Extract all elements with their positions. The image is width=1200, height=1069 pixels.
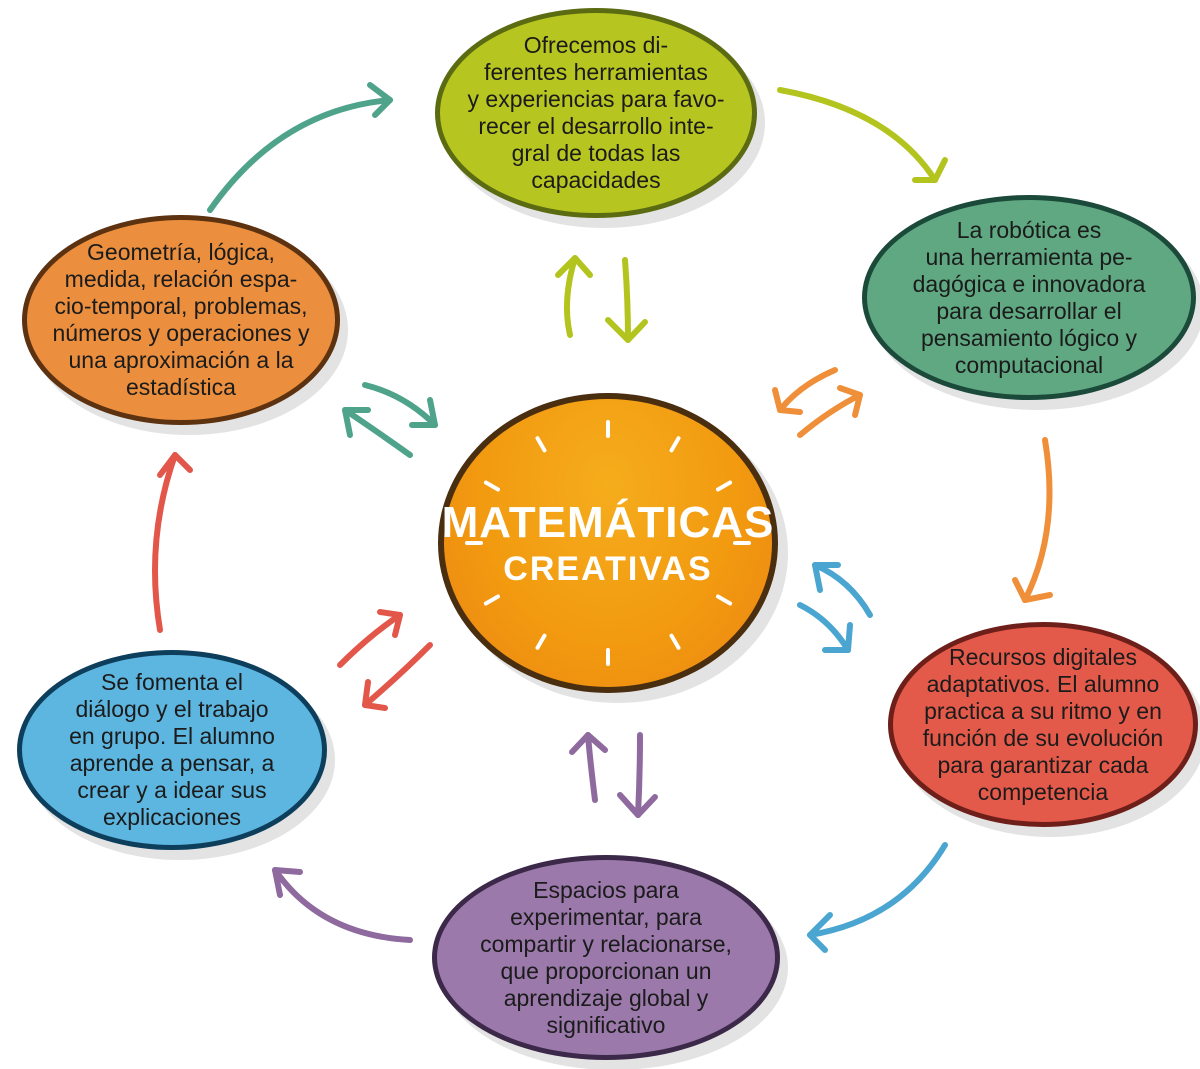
bubble-text-line: aprendizaje global y xyxy=(503,984,709,1011)
bubble-text-line: cio-temporal, problemas, xyxy=(54,293,308,319)
arrowhead xyxy=(272,867,303,898)
arrow-teal xyxy=(362,382,438,428)
bubble-text-line: ferentes herramientas xyxy=(484,59,708,85)
arrow-purple xyxy=(272,867,413,943)
arrowhead xyxy=(157,452,193,478)
bubble-text-line: Geometría, lógica, xyxy=(87,239,275,265)
bubble-text-line: practica a su ritmo y en xyxy=(924,697,1162,724)
arrowhead xyxy=(812,562,841,593)
bubble-text-line: Ofrecemos di- xyxy=(523,32,669,58)
bubble-text-line: competencia xyxy=(977,778,1109,805)
arrow-red xyxy=(362,642,433,711)
bubble-text-line: estadística xyxy=(126,374,236,400)
arrow-blue xyxy=(812,562,873,618)
arrow-lime xyxy=(555,255,593,338)
arrow-teal xyxy=(342,407,413,458)
bubble-text-line: Se fomenta el xyxy=(101,669,243,695)
arrowhead xyxy=(772,387,803,415)
bubble-text-line: Recursos digitales xyxy=(949,643,1137,670)
arrow-lime xyxy=(777,87,948,183)
bubble-text-line: significativo xyxy=(546,1011,666,1038)
bubble-text-line: aprende a pensar, a xyxy=(69,750,275,776)
bubble-text-line: experimentar, para xyxy=(510,903,702,930)
bubble-text-line: y experiencias para favo- xyxy=(467,86,725,112)
arrowhead xyxy=(555,255,593,278)
arrow-purple xyxy=(569,732,608,803)
arrowhead xyxy=(377,609,403,638)
arrow-red xyxy=(337,609,403,668)
arrowhead xyxy=(807,912,833,953)
arrow-orange xyxy=(772,367,838,415)
arrow-blue xyxy=(807,842,948,953)
arrowhead xyxy=(409,397,438,428)
arrowhead xyxy=(605,317,648,343)
bubble-text-line: en grupo. El alumno xyxy=(69,723,275,749)
bubble-text-line: compartir y relacionarse, xyxy=(480,930,732,957)
arrow-purple xyxy=(617,732,658,818)
bubble-text-line: una herramienta pe- xyxy=(925,243,1133,270)
arrow-blue xyxy=(797,602,853,653)
arrow-teal xyxy=(207,82,393,213)
arrowhead xyxy=(912,157,948,183)
bubble-text-line: que proporcionan un xyxy=(500,957,712,984)
bubble-text-line: crear y a idear sus xyxy=(77,777,267,803)
bubble-text-line: explicaciones xyxy=(102,804,242,830)
bubble-text-line: capacidades xyxy=(531,167,661,193)
bubble-text-line: recer el desarrollo inte- xyxy=(478,113,714,139)
bubble-text-line: función de su evolución xyxy=(922,724,1164,751)
center-subtitle: CREATIVAS xyxy=(503,549,713,588)
arrowhead xyxy=(822,622,853,653)
arrowhead xyxy=(617,792,658,818)
bubble-text-line: para garantizar cada xyxy=(937,751,1149,778)
bubble-text-line: diálogo y el trabajo xyxy=(75,696,269,722)
arrowhead xyxy=(837,385,863,418)
arrowhead xyxy=(342,407,371,438)
bubble-text-line: computacional xyxy=(954,351,1104,378)
bubble-text-line: gral de todas las xyxy=(511,140,681,166)
bubble-left-top: Geometría, lógica,medida, relación espa-… xyxy=(22,215,340,425)
arrow-orange xyxy=(1012,437,1053,603)
bubble-text-line: La robótica es xyxy=(956,216,1102,243)
arrowhead xyxy=(362,679,388,711)
arrowhead xyxy=(569,732,608,755)
bubble-text-line: adaptativos. El alumno xyxy=(926,670,1160,697)
bubble-text-line: números y operaciones y xyxy=(52,320,310,346)
bubble-text-line: para desarrollar el xyxy=(936,297,1122,324)
arrow-orange xyxy=(797,385,863,438)
bubble-text-line: pensamiento lógico y xyxy=(920,324,1138,351)
bubble-text-line: dagógica e innovadora xyxy=(912,270,1146,297)
center-circle: MATEMÁTICAS CREATIVAS xyxy=(438,393,778,693)
arrowhead xyxy=(367,82,393,118)
bubble-left-top-text: Geometría, lógica,medida, relación espa-… xyxy=(53,239,310,401)
arrow-lime xyxy=(605,257,648,343)
bubble-text-line: una aproximación a la xyxy=(68,347,294,373)
bubble-text-line: Espacios para xyxy=(533,876,679,903)
center-title: MATEMÁTICAS xyxy=(441,497,775,547)
arrowhead xyxy=(1012,577,1053,603)
bubble-text-line: medida, relación espa- xyxy=(64,266,298,292)
arrow-red xyxy=(152,452,193,633)
